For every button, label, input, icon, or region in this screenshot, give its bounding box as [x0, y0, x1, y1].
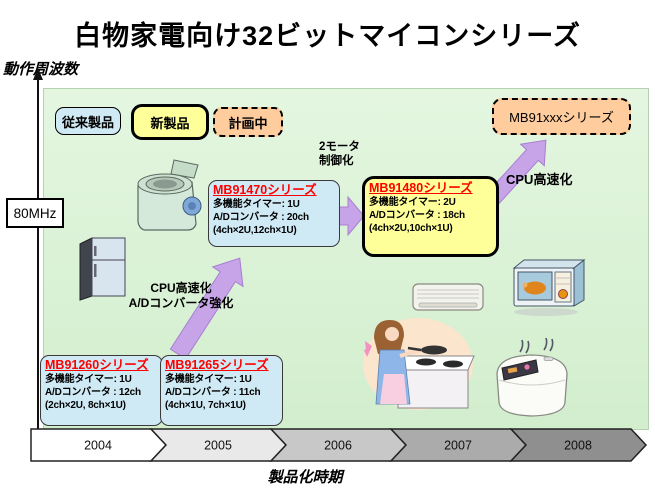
series-adc-spec: A/Dコンバータ : 12ch [45, 387, 141, 399]
frequency-tick-80mhz: 80MHz [6, 198, 64, 228]
series-timer-spec: 多機能タイマー: 1U [213, 199, 300, 210]
annotation-line: A/Dコンバータ強化 [128, 296, 234, 311]
series-box-mb91470: MB91470シリーズ 多機能タイマー: 1U A/Dコンバータ : 20ch … [208, 180, 340, 247]
timeline-chevron-2006 [269, 428, 408, 462]
series-timer-spec: 多機能タイマー: 2U [369, 197, 456, 208]
series-box-mb91265: MB91265シリーズ 多機能タイマー: 1U A/Dコンバータ : 11ch … [160, 355, 283, 426]
series-title-mb91xxx: MB91xxxシリーズ [509, 110, 614, 125]
timeline-chevron-2007 [389, 428, 528, 462]
timeline-band: 2004 2005 2006 2007 2008 [30, 428, 648, 462]
annotation-line: 2モータ [319, 141, 360, 153]
series-adc-spec: A/Dコンバータ : 20ch [213, 212, 309, 224]
series-channel-spec: (4ch×2U,12ch×1U) [213, 225, 297, 237]
legend-conventional-label: 従来製品 [61, 114, 114, 130]
annotation-cpu-speedup: CPU高速化 [506, 169, 572, 188]
series-title-mb91470: MB91470シリーズ [213, 183, 317, 197]
series-box-mb91xxx: MB91xxxシリーズ [492, 98, 631, 135]
timeline-year-2006: 2006 [324, 439, 352, 453]
y-axis-label: 動作周波数 [3, 61, 79, 78]
timeline-chevron-2005 [149, 428, 288, 462]
series-channel-spec: (4ch×1U, 7ch×1U) [165, 400, 246, 412]
legend-planned-product: 計画中 [213, 107, 283, 137]
page-title: 白物家電向け32ビットマイコンシリーズ [74, 21, 581, 51]
series-adc-spec: A/Dコンバータ : 11ch [165, 387, 261, 399]
legend-planned-label: 計画中 [228, 115, 268, 131]
series-timer-spec: 多機能タイマー: 1U [45, 374, 132, 385]
series-box-mb91260: MB91260シリーズ 多機能タイマー: 1U A/Dコンバータ : 12ch … [40, 355, 163, 426]
series-channel-spec: (4ch×2U,10ch×1U) [369, 223, 453, 235]
annotation-line: CPU高速化 [506, 172, 573, 187]
annotation-two-motor-control: 2モータ 制御化 [319, 140, 360, 169]
timeline-chevron-2004 [30, 428, 168, 462]
series-timer-spec: 多機能タイマー: 1U [165, 374, 252, 385]
x-axis-label: 製品化時期 [267, 469, 343, 486]
series-title-mb91260: MB91260シリーズ [45, 358, 149, 372]
series-adc-spec: A/Dコンバータ : 18ch [369, 210, 465, 222]
timeline-chevron-2008 [509, 428, 648, 462]
timeline-year-2005: 2005 [204, 439, 232, 453]
series-channel-spec: (2ch×2U, 8ch×1U) [45, 400, 126, 412]
timeline-year-2004: 2004 [84, 439, 112, 453]
annotation-line: CPU高速化 [150, 281, 212, 295]
series-box-mb91480: MB91480シリーズ 多機能タイマー: 2U A/Dコンバータ : 18ch … [362, 176, 499, 257]
series-title-mb91265: MB91265シリーズ [165, 358, 269, 372]
legend-new-product: 新製品 [131, 104, 209, 140]
legend-conventional-product: 従来製品 [55, 107, 121, 135]
annotation-line: 制御化 [319, 155, 354, 168]
timeline-year-2008: 2008 [564, 439, 592, 453]
legend-new-label: 新製品 [150, 115, 190, 131]
series-title-mb91480: MB91480シリーズ [369, 181, 473, 195]
annotation-cpu-adc-upgrade: CPU高速化 A/Dコンバータ強化 [119, 281, 243, 312]
timeline-year-2007: 2007 [444, 439, 472, 453]
